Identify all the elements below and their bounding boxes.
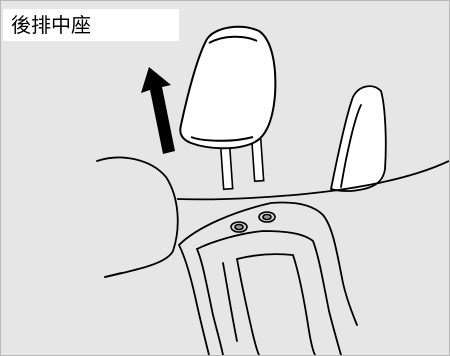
caption-box: 後排中座 xyxy=(3,9,179,41)
caption-title: 後排中座 xyxy=(11,13,91,37)
left-seatback xyxy=(96,156,179,278)
up-arrow-icon xyxy=(141,67,175,154)
right-seatback xyxy=(330,85,387,192)
headrest xyxy=(179,25,277,150)
center-seatback xyxy=(178,201,358,355)
seatback-edge-line xyxy=(176,160,449,201)
headrest-sockets xyxy=(230,211,276,233)
